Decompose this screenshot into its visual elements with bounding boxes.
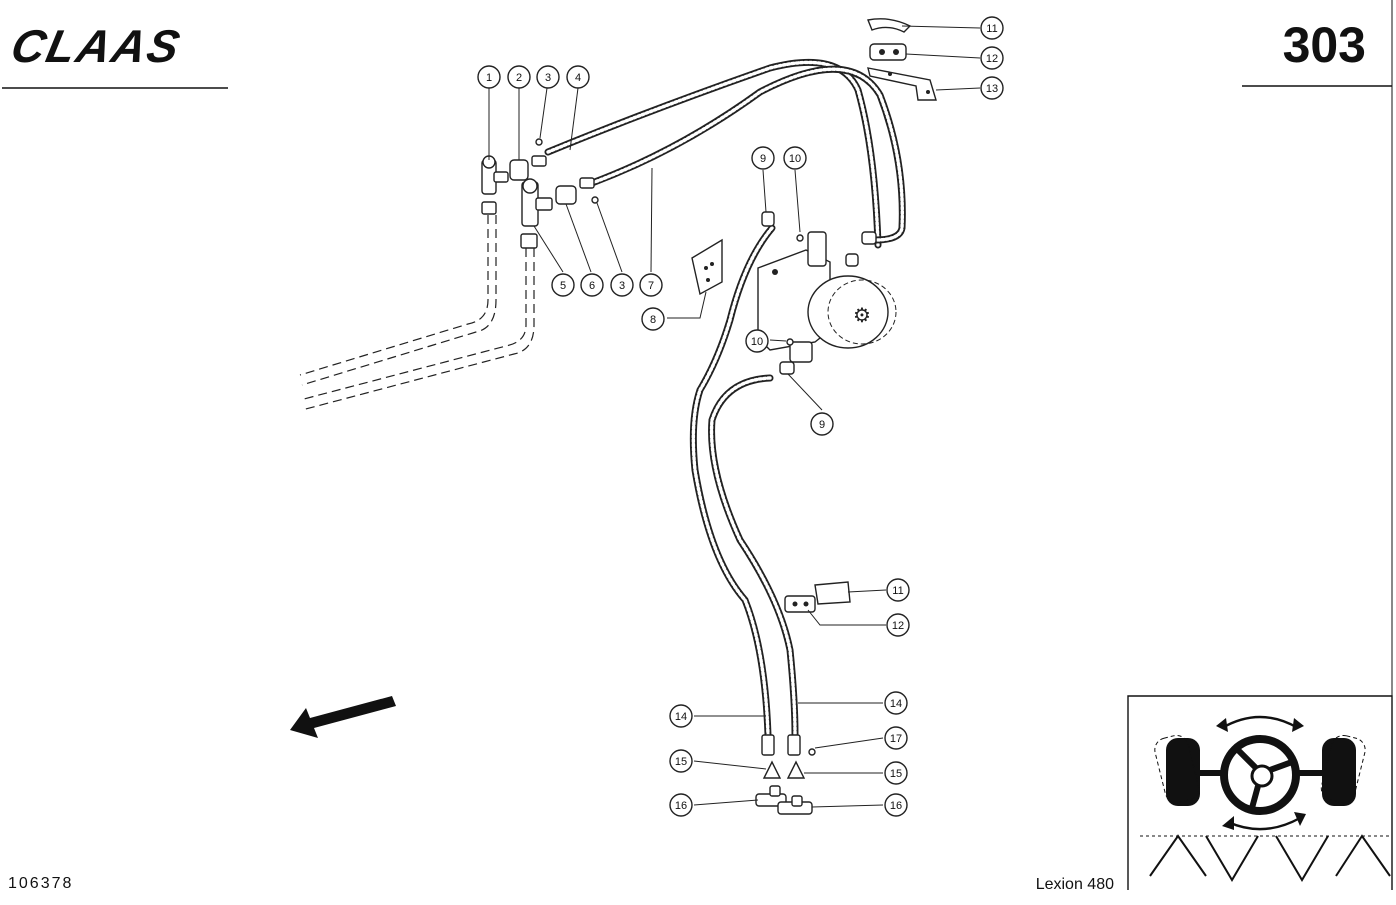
hidden-pipe-lines [299, 215, 535, 411]
callout-2: 2 [507, 65, 531, 89]
svg-text:2: 2 [516, 72, 522, 84]
svg-text:10: 10 [789, 153, 801, 165]
svg-text:14: 14 [890, 698, 902, 710]
svg-text:8: 8 [650, 314, 656, 326]
svg-text:6: 6 [589, 280, 595, 292]
svg-text:14: 14 [675, 711, 687, 723]
clamp-12-mid [784, 595, 816, 613]
callout-9-top: 9 [751, 146, 775, 170]
bracket-13 [867, 67, 937, 101]
callout-16-right: 16 [884, 793, 908, 817]
o-ring-3-bottom [591, 196, 599, 204]
svg-text:4: 4 [575, 72, 581, 84]
callout-5: 5 [551, 273, 575, 297]
callout-13: 13 [980, 76, 1004, 100]
hose-end-14-right [787, 734, 801, 756]
steering-pictogram [1127, 695, 1393, 890]
callout-15-left: 15 [669, 749, 693, 773]
union-fitting-2 [509, 155, 547, 181]
callout-12-top: 12 [980, 46, 1004, 70]
adapter-15-right [786, 760, 806, 779]
callout-8: 8 [641, 307, 665, 331]
svg-text:9: 9 [819, 419, 825, 431]
callout-4: 4 [566, 65, 590, 89]
o-ring-17 [808, 748, 816, 756]
hose-end-right-b [845, 253, 859, 267]
motor-mark-icon: ⚙ [853, 305, 871, 327]
tee-fitting-5 [520, 178, 553, 249]
svg-text:17: 17 [890, 733, 902, 745]
callout-14-left: 14 [669, 704, 693, 728]
hose-14-left [689, 224, 776, 739]
tee-fitting-1 [481, 155, 509, 215]
model-label: Lexion 480 [1036, 876, 1114, 893]
svg-text:3: 3 [545, 72, 551, 84]
clamp-11-mid [814, 581, 851, 605]
drawing-number: 106378 [8, 875, 73, 892]
svg-text:1: 1 [486, 72, 492, 84]
hose-4 [544, 58, 882, 249]
hydraulic-motor: ⚙ [807, 275, 897, 349]
callout-14-right: 14 [884, 691, 908, 715]
elbow-9-top [761, 211, 775, 227]
callout-3-top: 3 [536, 65, 560, 89]
wheel-left-icon [1166, 738, 1200, 806]
svg-text:15: 15 [675, 756, 687, 768]
tee-16 [755, 785, 813, 815]
svg-text:16: 16 [890, 800, 902, 812]
travel-direction-arrow-icon [290, 696, 396, 738]
adapter-15-left [762, 760, 782, 779]
brand-logo-text: CLAAS [7, 20, 186, 71]
callout-6: 6 [580, 273, 604, 297]
wheel-right-icon [1322, 738, 1356, 806]
svg-text:12: 12 [892, 620, 904, 632]
callout-16-left: 16 [669, 793, 693, 817]
svg-text:12: 12 [986, 53, 998, 65]
o-ring-3-top [535, 138, 543, 146]
callout-12-mid: 12 [886, 613, 910, 637]
seal-10-top [796, 234, 804, 242]
steering-wheel-icon [1220, 735, 1300, 815]
callout-17: 17 [884, 726, 908, 750]
union-fitting-6 [555, 177, 595, 205]
leader-lines [488, 25, 981, 808]
hose-7 [588, 65, 906, 244]
hose-end-14-left [761, 734, 775, 756]
seal-10-bottom [786, 338, 794, 346]
svg-text:9: 9 [760, 153, 766, 165]
callout-3-bottom: 3 [610, 273, 634, 297]
callout-10-top: 10 [783, 146, 807, 170]
elbow-9-bottom [779, 361, 795, 375]
svg-text:15: 15 [890, 768, 902, 780]
callout-7: 7 [639, 273, 663, 297]
svg-text:3: 3 [619, 280, 625, 292]
svg-text:7: 7 [648, 280, 654, 292]
svg-text:16: 16 [675, 800, 687, 812]
svg-text:13: 13 [986, 83, 998, 95]
hose-14-right [708, 374, 799, 739]
hose-end-right-a [861, 231, 877, 245]
svg-text:11: 11 [892, 585, 903, 597]
svg-text:11: 11 [986, 23, 997, 35]
brand-logo: CLAAS [7, 20, 186, 71]
svg-text:5: 5 [560, 280, 566, 292]
callout-11-top: 11 [980, 16, 1004, 40]
callout-1: 1 [477, 65, 501, 89]
clamp-12-top [869, 43, 907, 61]
svg-text:10: 10 [751, 336, 763, 348]
callout-15-right: 15 [884, 761, 908, 785]
callout-11-mid: 11 [886, 578, 910, 602]
page-number: 303 [1283, 17, 1366, 73]
callout-10-bottom: 10 [745, 329, 769, 353]
callout-9-bottom: 9 [810, 412, 834, 436]
clamp-11-top [867, 18, 912, 33]
bracket-8 [691, 238, 723, 296]
